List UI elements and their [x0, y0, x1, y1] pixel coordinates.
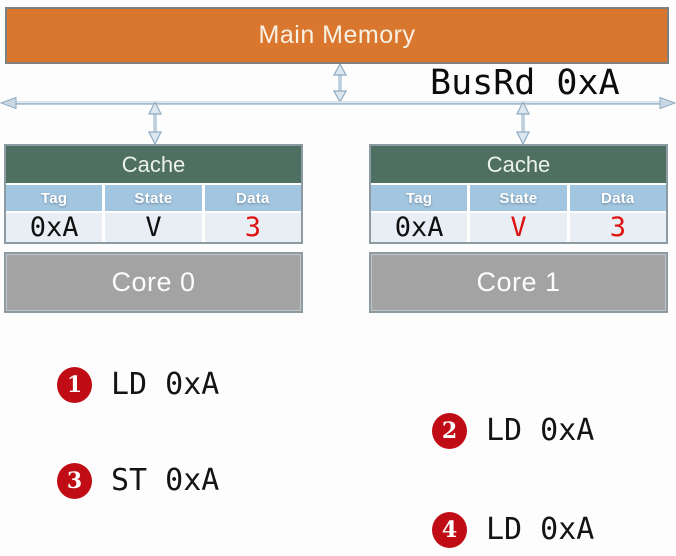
cache0-bus-arrow-icon — [148, 102, 162, 144]
cache1-tag-value: 0xA — [371, 213, 468, 242]
operation-3-instruction: ST 0xA — [111, 463, 220, 498]
main-memory-label: Main Memory — [258, 21, 416, 49]
step-4-badge: 4 — [432, 512, 467, 548]
bus-transaction-label: BusRd 0xA — [430, 63, 620, 103]
cache0-state-value: V — [105, 213, 202, 242]
cache0-box: Cache Tag State Data 0xA V 3 — [4, 144, 303, 244]
cache1-col-tag: Tag — [371, 185, 468, 211]
main-memory-box: Main Memory — [5, 7, 669, 64]
operation-3: 3 ST 0xA — [57, 463, 219, 499]
step-1-badge: 1 — [57, 367, 92, 403]
operation-1-instruction: LD 0xA — [111, 367, 220, 402]
operation-2: 2 LD 0xA — [432, 413, 594, 449]
memory-bus-arrow-icon — [332, 64, 348, 102]
operation-4-instruction: LD 0xA — [486, 512, 595, 547]
cache0-col-data: Data — [204, 185, 301, 211]
step-3-badge: 3 — [57, 463, 92, 499]
cache0-table: Tag State Data 0xA V 3 — [6, 185, 301, 242]
cache0-title: Cache — [6, 146, 301, 183]
cache1-table: Tag State Data 0xA V 3 — [371, 185, 666, 242]
cache1-col-state: State — [470, 185, 567, 211]
cache0-tag-value: 0xA — [6, 213, 103, 242]
core1-label: Core 1 — [476, 267, 561, 297]
cache1-col-data: Data — [569, 185, 666, 211]
step-2-badge: 2 — [432, 413, 467, 449]
cache0-col-state: State — [105, 185, 202, 211]
cache0-data-value: 3 — [204, 213, 301, 242]
cache1-state-value: V — [470, 213, 567, 242]
cache1-title: Cache — [371, 146, 666, 183]
core0-label: Core 0 — [111, 267, 196, 297]
operation-4: 4 LD 0xA — [432, 512, 594, 548]
operation-1: 1 LD 0xA — [57, 367, 219, 403]
operation-2-instruction: LD 0xA — [486, 413, 595, 448]
cache0-col-tag: Tag — [6, 185, 103, 211]
cache1-data-value: 3 — [569, 213, 666, 242]
core0-box: Core 0 — [4, 252, 303, 313]
core1-box: Core 1 — [369, 252, 668, 313]
shared-bus-icon — [0, 96, 676, 110]
cache1-bus-arrow-icon — [516, 102, 530, 144]
cache1-box: Cache Tag State Data 0xA V 3 — [369, 144, 668, 244]
